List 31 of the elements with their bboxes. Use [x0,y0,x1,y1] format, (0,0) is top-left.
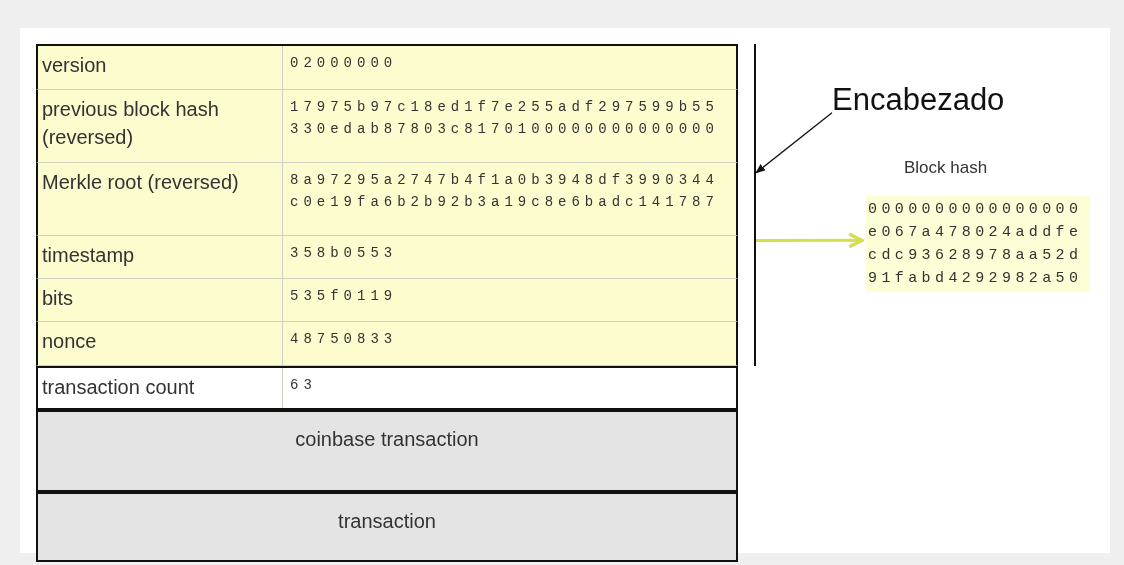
table-row [36,90,738,163]
field-name: version [42,53,108,78]
table-row [36,366,738,410]
field-name: nonce [42,329,98,354]
field-value: 63 [290,376,318,395]
table-row [36,163,738,236]
table-row [36,279,738,322]
row-label: coinbase transaction [294,428,480,451]
field-name: transaction count [42,375,196,400]
field-value: 358b0553 [290,244,399,263]
field-value: 48750833 [290,330,399,349]
leader-line [755,112,833,174]
row-label: transaction [337,510,437,533]
table-row [36,492,738,562]
hash-title: Block hash [904,158,988,178]
callout-label: Encabezado [832,82,1046,126]
table-row [36,410,738,492]
field-value: 17975b97c18ed1f7e255adf297599b55 330edab87803c8170100000000000000 [290,98,720,139]
header-section [36,44,756,366]
field-value: 02000000 [290,54,399,73]
field-value: 535f0119 [290,287,399,306]
field-value: 8a97295a2747b4f1a0b3948df3990344 c0e19fa6b2b92b3a19c8e6badc141787 [290,171,720,212]
hash-value: 0000000000000000 e067a478024addfe cdc93628978aa52d 91fabd4292982a50 [866,196,1090,292]
arrow [756,232,864,249]
table-row [36,44,738,90]
field-name: Merkle root (reversed) [42,170,240,195]
field-name: previous block hash (reversed) [42,97,220,150]
table-row [36,322,738,366]
field-name: timestamp [42,243,136,268]
table-row [36,236,738,279]
field-name: bits [42,286,75,311]
